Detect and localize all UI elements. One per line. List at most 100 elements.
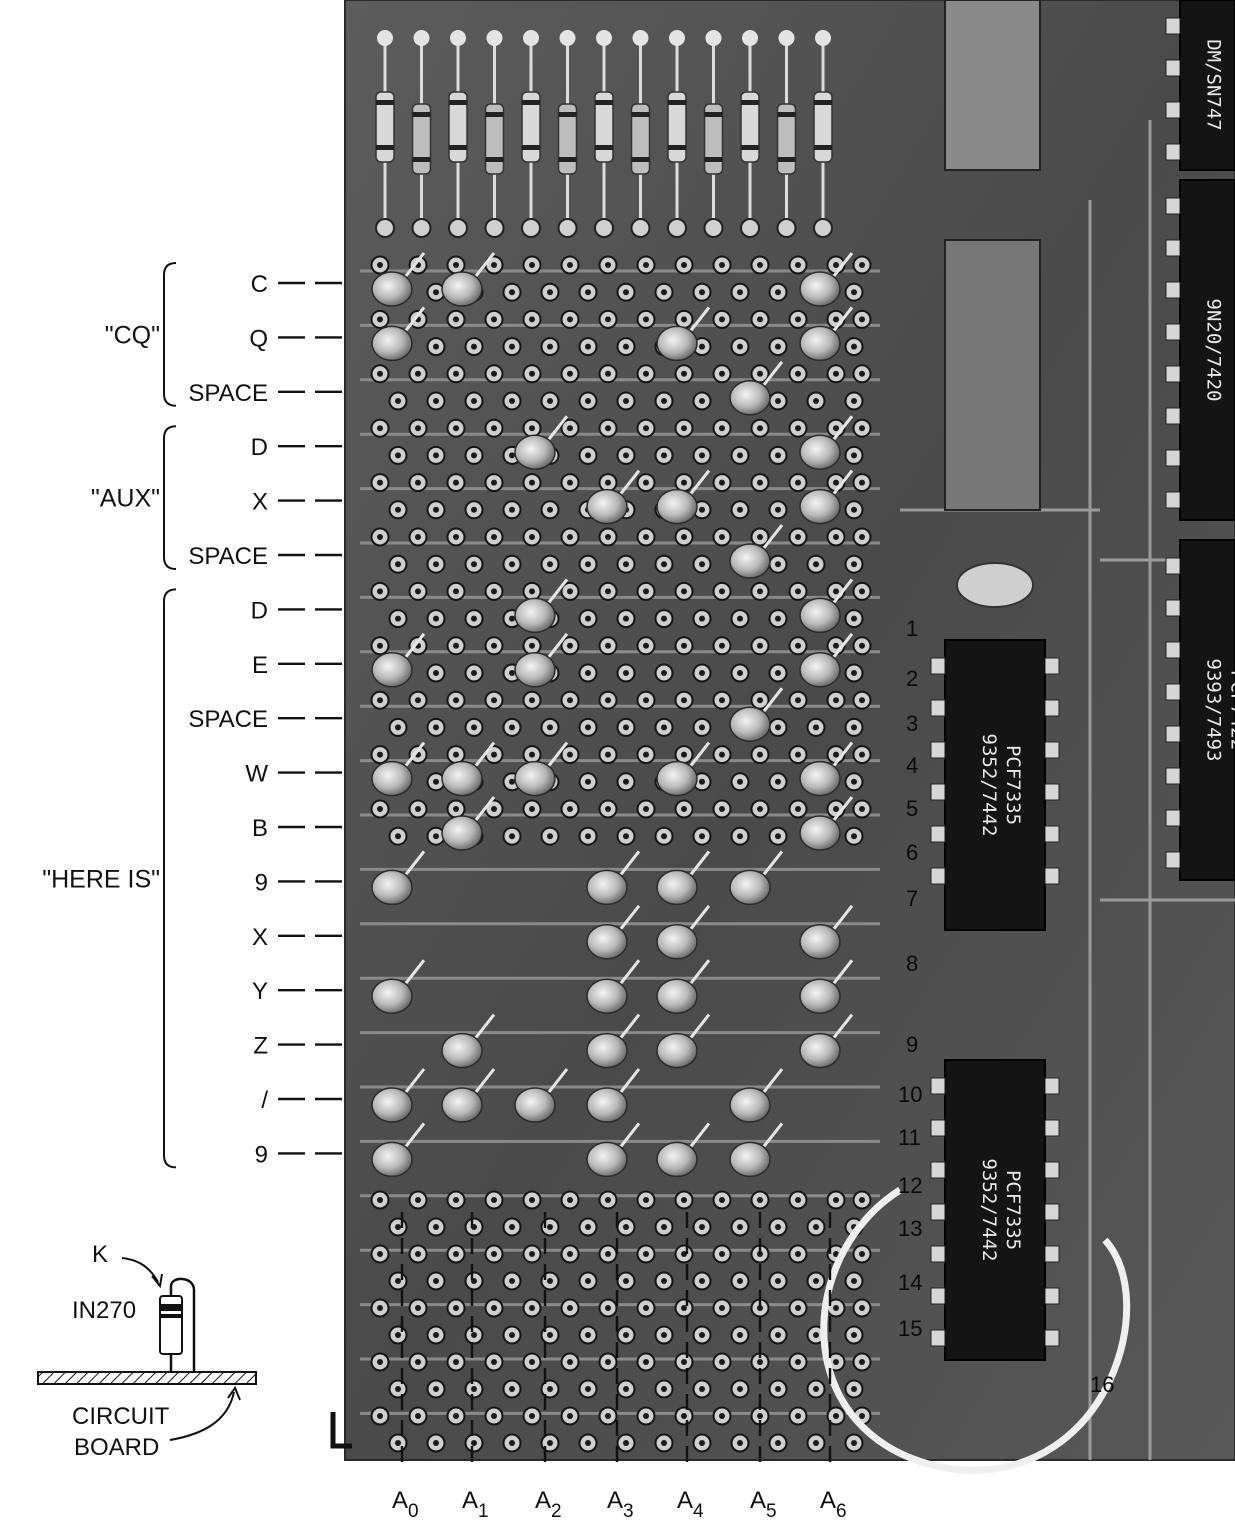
matrix-diode <box>441 815 483 851</box>
pad-hole <box>377 642 383 649</box>
pad-hole <box>547 1332 553 1338</box>
matrix-diode <box>656 1141 698 1178</box>
pad-hole <box>643 534 649 540</box>
ic-pin <box>930 1203 946 1221</box>
ic-pin <box>1165 599 1181 617</box>
pad-hole <box>377 1251 383 1257</box>
resistor-pad <box>375 218 395 238</box>
pad-hole <box>833 262 839 268</box>
pad-hole <box>433 1224 439 1230</box>
resistor-row <box>375 30 833 238</box>
pad-hole <box>377 425 383 432</box>
pad-hole <box>833 479 839 486</box>
resistor-body <box>776 103 797 175</box>
pad-hole <box>795 479 801 486</box>
pad-hole <box>643 1359 649 1365</box>
ic-chip-socket <box>944 239 1041 511</box>
pad-hole <box>833 697 839 704</box>
pad-hole <box>643 588 649 595</box>
pad-hole <box>623 561 629 568</box>
pad-hole <box>699 670 705 676</box>
pad-hole <box>471 615 477 622</box>
pad-hole <box>681 1359 687 1365</box>
pad-hole <box>529 642 535 649</box>
pad-hole <box>509 289 515 296</box>
pad-hole <box>623 670 629 676</box>
pad-hole <box>547 398 553 404</box>
pad-hole <box>643 806 649 812</box>
pad-hole <box>623 1224 629 1230</box>
ic-pin <box>930 825 946 843</box>
pad-hole <box>395 1278 401 1284</box>
pad-hole <box>719 697 725 704</box>
pad-hole <box>585 833 591 840</box>
pad-hole <box>415 534 421 540</box>
resistor-pad <box>740 218 760 238</box>
pad-hole <box>851 343 857 350</box>
pad-hole <box>719 262 725 268</box>
pad-hole <box>547 1278 553 1284</box>
pad-hole <box>775 615 781 622</box>
pad-hole <box>605 1251 611 1257</box>
pad-hole <box>395 1386 401 1392</box>
pad-hole <box>623 1386 629 1392</box>
pad-hole <box>795 1359 801 1365</box>
pad-hole <box>681 479 687 486</box>
pad-hole <box>471 561 477 568</box>
resistor-band <box>376 100 394 105</box>
group-brackets: "CQ""AUX""HERE IS" <box>42 262 177 1169</box>
pad-hole <box>699 506 705 513</box>
matrix-diode <box>514 434 556 470</box>
pad-hole <box>377 316 383 323</box>
pad-hole <box>529 751 535 758</box>
pad-hole <box>681 697 687 704</box>
pad-hole <box>851 724 857 731</box>
resistor-band <box>485 157 504 162</box>
matrix-diode <box>656 325 698 362</box>
matrix-diode <box>799 652 841 688</box>
pad-hole <box>623 1278 629 1284</box>
pad-hole <box>699 398 705 404</box>
pad-hole <box>775 778 781 785</box>
row-label: B <box>252 815 268 842</box>
board-arrowhead <box>227 1385 241 1401</box>
column-dashes <box>400 1212 832 1462</box>
pad-hole <box>859 1413 865 1419</box>
matrix-diode <box>799 597 841 634</box>
pad-hole <box>661 561 667 568</box>
pad-hole <box>859 1251 865 1257</box>
pad-hole <box>605 697 611 704</box>
pad-hole <box>795 806 801 812</box>
ic-pin <box>930 1245 946 1263</box>
pad-hole <box>661 670 667 676</box>
pad-hole <box>813 398 819 404</box>
ic-date-code: PCF7335 <box>1002 1170 1024 1250</box>
pad-hole <box>453 1359 459 1365</box>
resistor-band <box>412 112 431 117</box>
pad-hole <box>567 697 573 704</box>
pad-hole <box>529 1251 535 1257</box>
pad-hole <box>509 452 515 459</box>
pad-hole <box>491 316 497 323</box>
pad-hole <box>377 1197 383 1203</box>
resistor-pad <box>703 218 724 238</box>
pad-hole <box>395 398 401 404</box>
pad-hole <box>757 1413 763 1419</box>
cathode-arrowhead <box>151 1273 163 1289</box>
pad-hole <box>567 534 573 540</box>
pad-hole <box>491 1359 497 1365</box>
pin-number-2: 2 <box>906 666 918 691</box>
resistor-top <box>450 30 466 46</box>
pad-hole <box>453 588 459 595</box>
matrix-diode <box>799 271 841 307</box>
pad-hole <box>529 316 535 323</box>
ic-part-number: 9N20/7420 <box>1203 299 1225 402</box>
ic-pin <box>1044 1329 1060 1347</box>
pad-hole <box>795 262 801 268</box>
pad-hole <box>509 561 515 568</box>
pad-hole <box>415 1251 421 1257</box>
pad-hole <box>491 806 497 812</box>
pad-hole <box>681 1251 687 1257</box>
